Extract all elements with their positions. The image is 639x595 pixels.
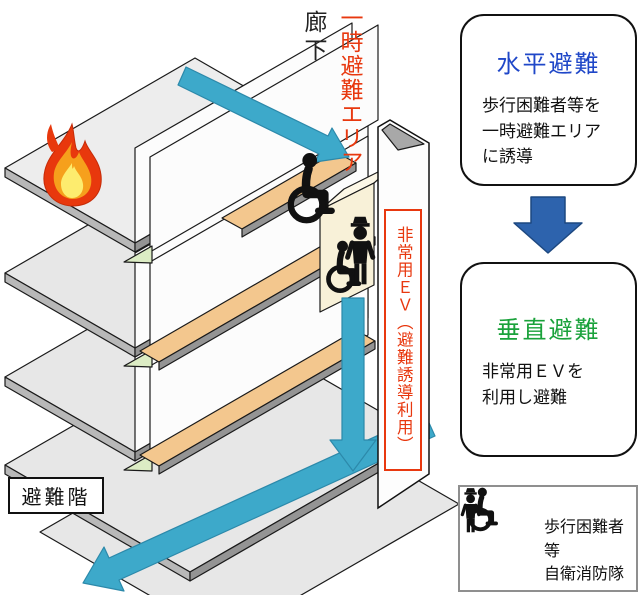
fire-icon [43, 122, 102, 207]
flow-arrow-icon [513, 196, 583, 254]
evacuation-floor-label: 避難階 [8, 477, 104, 514]
legend-wheelchair-label: 歩行困難者等 [544, 519, 625, 560]
vertical-evacuation-description: 非常用ＥＶを利用し避難 [482, 362, 584, 407]
emergency-elevator-label: 非常用ＥＶ（避難誘導利用） [394, 226, 413, 454]
horizontal-evacuation-title: 水平避難 [496, 51, 601, 78]
firefighter-icon [460, 487, 481, 534]
vertical-evacuation-title: 垂直避難 [496, 317, 601, 344]
horizontal-evacuation-description: 歩行困難者等を一時避難エリアに誘導 [482, 96, 601, 166]
legend-firefighter-label: 自衛消防隊 [544, 566, 625, 583]
horizontal-evacuation-box: 水平避難 歩行困難者等を一時避難エリアに誘導 [460, 14, 637, 186]
temporary-evacuation-area-label: 一時避難エリア [337, 6, 363, 174]
emergency-elevator-label-box: 非常用ＥＶ（避難誘導利用） [384, 209, 422, 471]
corridor-label: 廊下 [301, 10, 327, 66]
legend-box: 歩行困難者等 自衛消防隊 [458, 485, 638, 592]
vertical-evacuation-box: 垂直避難 非常用ＥＶを利用し避難 [460, 262, 637, 457]
horizontal-evacuation-arrow [177, 66, 350, 163]
vertical-evacuation-arrow [329, 297, 377, 472]
